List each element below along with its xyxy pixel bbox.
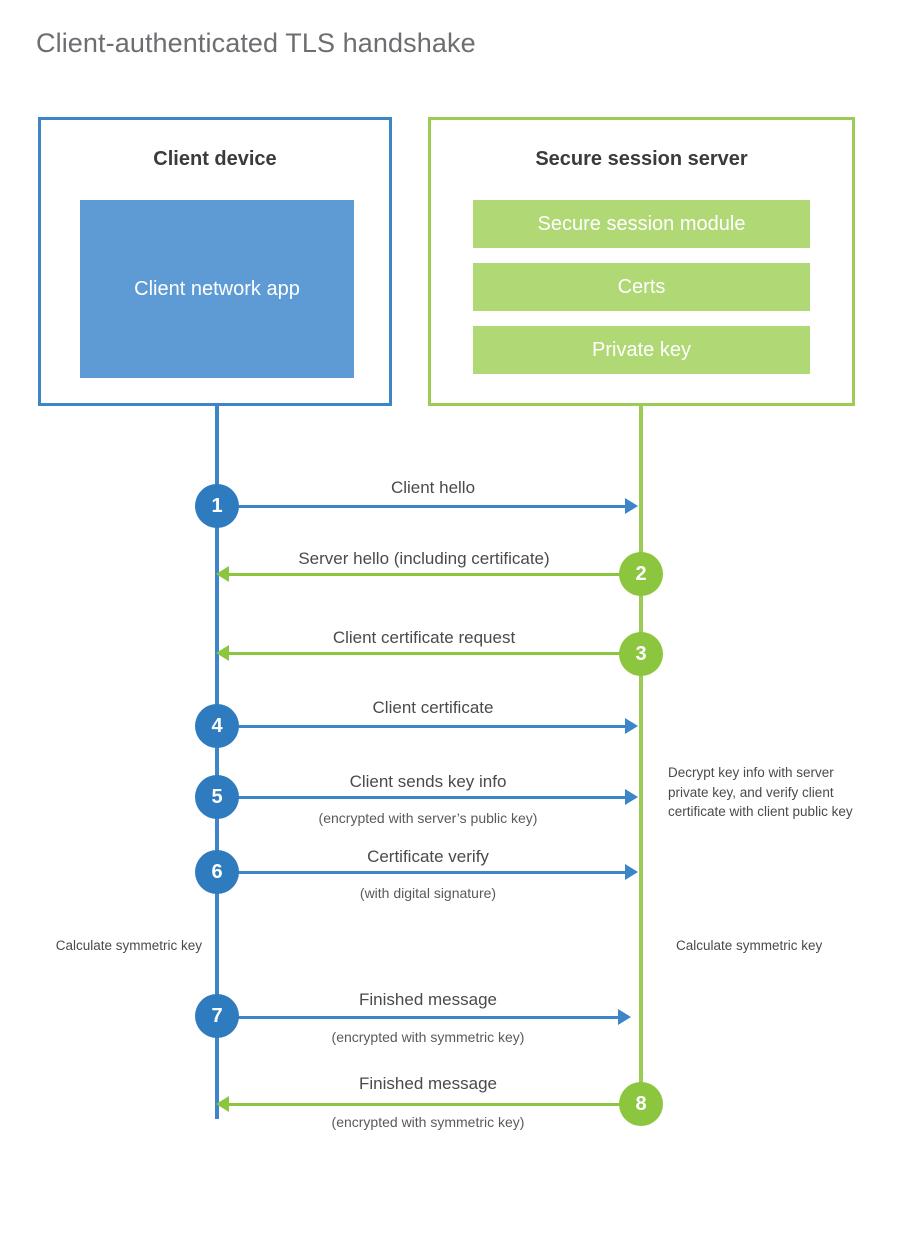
- step-5-arrow-head-icon: [625, 789, 638, 805]
- step-8-badge[interactable]: 8: [619, 1082, 663, 1126]
- page-title: Client-authenticated TLS handshake: [36, 28, 476, 58]
- step-4-badge[interactable]: 4: [195, 704, 239, 748]
- client-lifeline: [215, 405, 219, 1119]
- step-4-label: Client certificate: [372, 698, 494, 717]
- step-3-badge[interactable]: 3: [619, 632, 663, 676]
- step-5-sublabel: (encrypted with server’s public key): [318, 810, 538, 826]
- step-5-badge[interactable]: 5: [195, 775, 239, 819]
- step-8-label: Finished message: [359, 1074, 497, 1093]
- secure-session-server-title: Secure session server: [535, 148, 748, 170]
- step-8-arrow-line: [228, 1103, 622, 1106]
- client-device-title: Client device: [153, 148, 277, 170]
- step-8-sublabel: (encrypted with symmetric key): [331, 1114, 525, 1130]
- step-6-arrow-head-icon: [625, 864, 638, 880]
- step-7-arrow-head-icon: [618, 1009, 631, 1025]
- client-calculate-symmetric-key-note: Calculate symmetric key: [55, 938, 202, 953]
- server-lifeline: [639, 405, 643, 1105]
- step-2-arrow-head-icon: [216, 566, 229, 582]
- step-7-sublabel: (encrypted with symmetric key): [331, 1029, 525, 1045]
- client-network-app-block: Client network app: [80, 200, 354, 378]
- client-device-box: Client device Client network app: [38, 117, 392, 406]
- step-2-arrow-line: [228, 573, 622, 576]
- server-calculate-symmetric-key-note: Calculate symmetric key: [676, 938, 823, 953]
- secure-session-server-box: Secure session server Secure session mod…: [428, 117, 855, 406]
- step-3-label: Client certificate request: [332, 628, 516, 647]
- step-2-badge[interactable]: 2: [619, 552, 663, 596]
- step-1-arrow-line: [228, 505, 625, 508]
- step-4-arrow-line: [228, 725, 625, 728]
- step-5-label: Client sends key info: [349, 772, 507, 791]
- step-7-badge[interactable]: 7: [195, 994, 239, 1038]
- step-3-arrow-line: [228, 652, 622, 655]
- step-5-arrow-line: [228, 796, 625, 799]
- step-3-arrow-head-icon: [216, 645, 229, 661]
- step-7-label: Finished message: [359, 990, 497, 1009]
- step-2-label: Server hello (including certificate): [298, 549, 550, 568]
- server-component-private-key: Private key: [473, 326, 810, 374]
- server-component-secure-session-module: Secure session module: [473, 200, 810, 248]
- step-8-arrow-head-icon: [216, 1096, 229, 1112]
- step-6-badge[interactable]: 6: [195, 850, 239, 894]
- server-component-certs: Certs: [473, 263, 810, 311]
- step-6-sublabel: (with digital signature): [359, 885, 497, 901]
- step-6-arrow-line: [228, 871, 625, 874]
- step-1-arrow-head-icon: [625, 498, 638, 514]
- step-7-arrow-line: [228, 1016, 618, 1019]
- step-6-label: Certificate verify: [367, 847, 489, 866]
- server-decrypt-note: Decrypt key info with server private key…: [668, 765, 853, 820]
- step-1-badge[interactable]: 1: [195, 484, 239, 528]
- step-4-arrow-head-icon: [625, 718, 638, 734]
- step-1-label: Client hello: [390, 478, 476, 497]
